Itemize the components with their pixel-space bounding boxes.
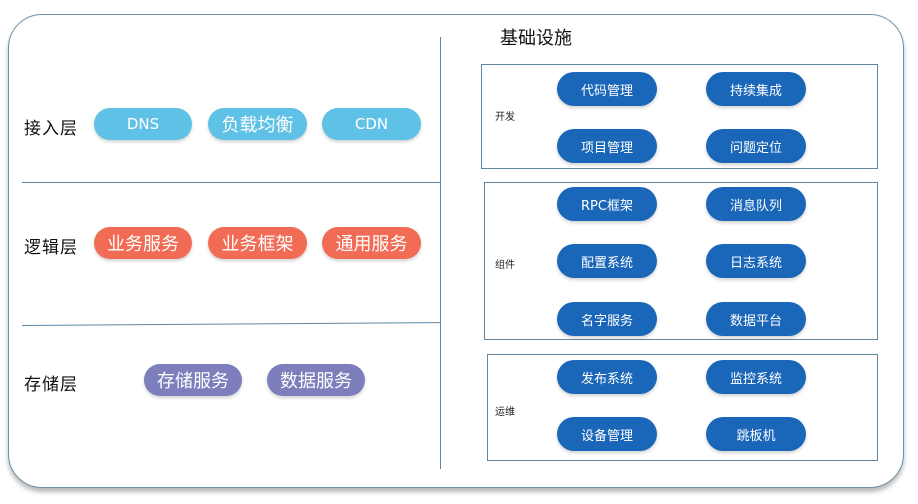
message-queue-button[interactable]: 消息队列 xyxy=(706,187,806,221)
device-management-button[interactable]: 设备管理 xyxy=(557,417,657,451)
components-group-label: 组件 xyxy=(495,260,515,271)
load-balancer-pill[interactable]: 负载均衡 xyxy=(208,108,307,140)
storage-layer-label: 存储层 xyxy=(24,375,78,395)
layer-divider-1 xyxy=(22,182,440,183)
data-platform-button[interactable]: 数据平台 xyxy=(706,302,806,336)
continuous-integration-button[interactable]: 持续集成 xyxy=(706,72,806,106)
business-framework-pill[interactable]: 业务框架 xyxy=(208,227,307,259)
common-service-pill[interactable]: 通用服务 xyxy=(322,227,421,259)
dev-group-box xyxy=(481,64,878,169)
log-system-button[interactable]: 日志系统 xyxy=(706,244,806,278)
storage-service-pill[interactable]: 存储服务 xyxy=(144,364,242,396)
monitoring-system-button[interactable]: 监控系统 xyxy=(706,360,806,394)
components-group-box xyxy=(484,182,878,340)
name-service-button[interactable]: 名字服务 xyxy=(557,302,657,336)
dns-pill[interactable]: DNS xyxy=(94,108,192,140)
data-service-pill[interactable]: 数据服务 xyxy=(267,364,365,396)
config-system-button[interactable]: 配置系统 xyxy=(557,244,657,278)
jump-server-button[interactable]: 跳板机 xyxy=(706,417,806,451)
code-management-button[interactable]: 代码管理 xyxy=(557,72,657,106)
rpc-framework-button[interactable]: RPC框架 xyxy=(557,187,657,221)
logic-layer-label: 逻辑层 xyxy=(24,238,78,258)
business-service-pill[interactable]: 业务服务 xyxy=(94,227,192,259)
project-management-button[interactable]: 项目管理 xyxy=(557,129,657,163)
issue-locating-button[interactable]: 问题定位 xyxy=(706,129,806,163)
cdn-pill[interactable]: CDN xyxy=(322,108,421,140)
access-layer-label: 接入层 xyxy=(24,119,78,139)
ops-group-box xyxy=(487,354,878,461)
ops-group-label: 运维 xyxy=(495,407,515,418)
infra-title: 基础设施 xyxy=(500,28,572,49)
section-divider-vertical xyxy=(440,37,441,469)
dev-group-label: 开发 xyxy=(495,112,515,123)
release-system-button[interactable]: 发布系统 xyxy=(557,360,657,394)
